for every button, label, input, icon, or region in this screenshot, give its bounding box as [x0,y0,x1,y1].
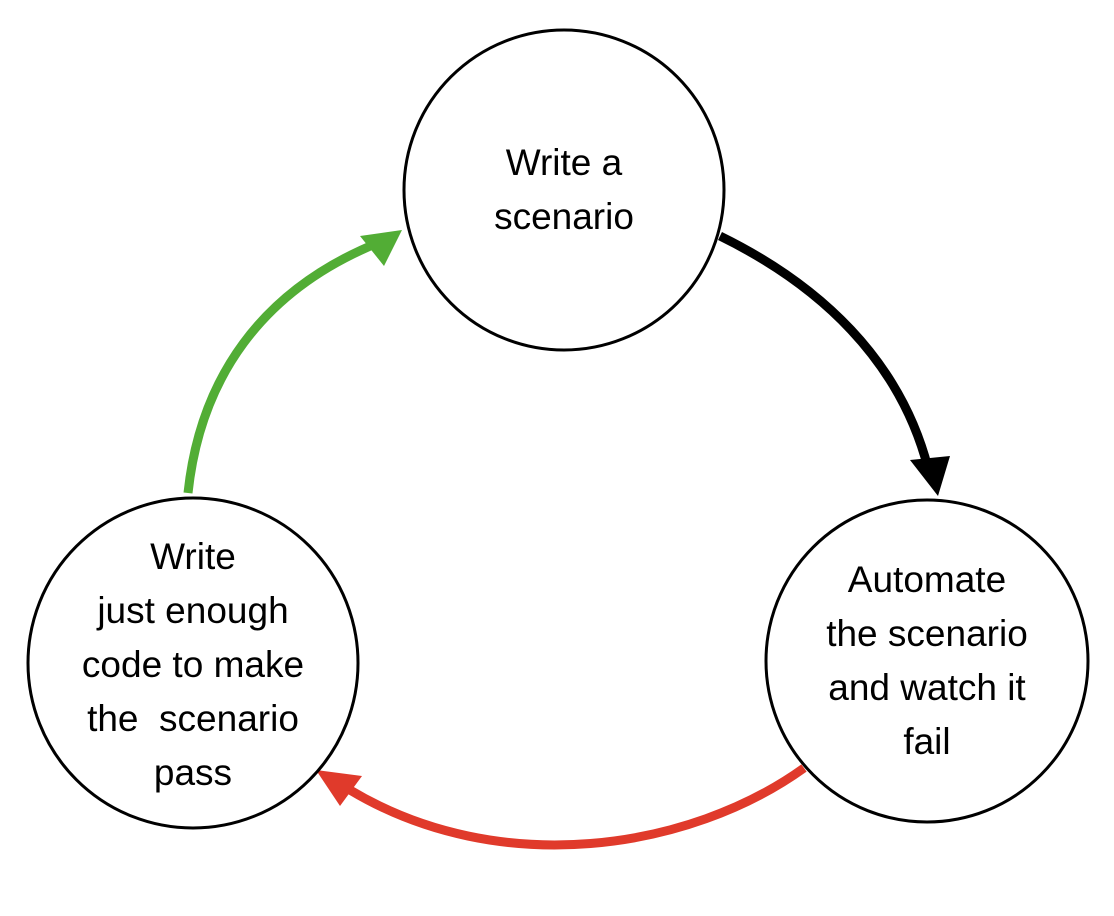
arrowhead-red [316,770,362,806]
node-write-code-circle [26,496,360,830]
node-write-scenario-label: Write a scenario [494,142,634,237]
arrow-automate-to-code [316,764,807,850]
node-automate-label: Automate the scenario and watch it fail [826,559,1028,762]
arrowhead-green [360,230,402,266]
arrowhead-black [910,456,950,496]
arrow-scenario-to-automate [718,231,950,496]
node-write-scenario-circle [402,28,726,352]
arrow-code-to-scenario [183,230,402,494]
node-automate-circle [764,498,1090,824]
node-write-code-label: Write just enough code to make the scena… [81,536,305,793]
